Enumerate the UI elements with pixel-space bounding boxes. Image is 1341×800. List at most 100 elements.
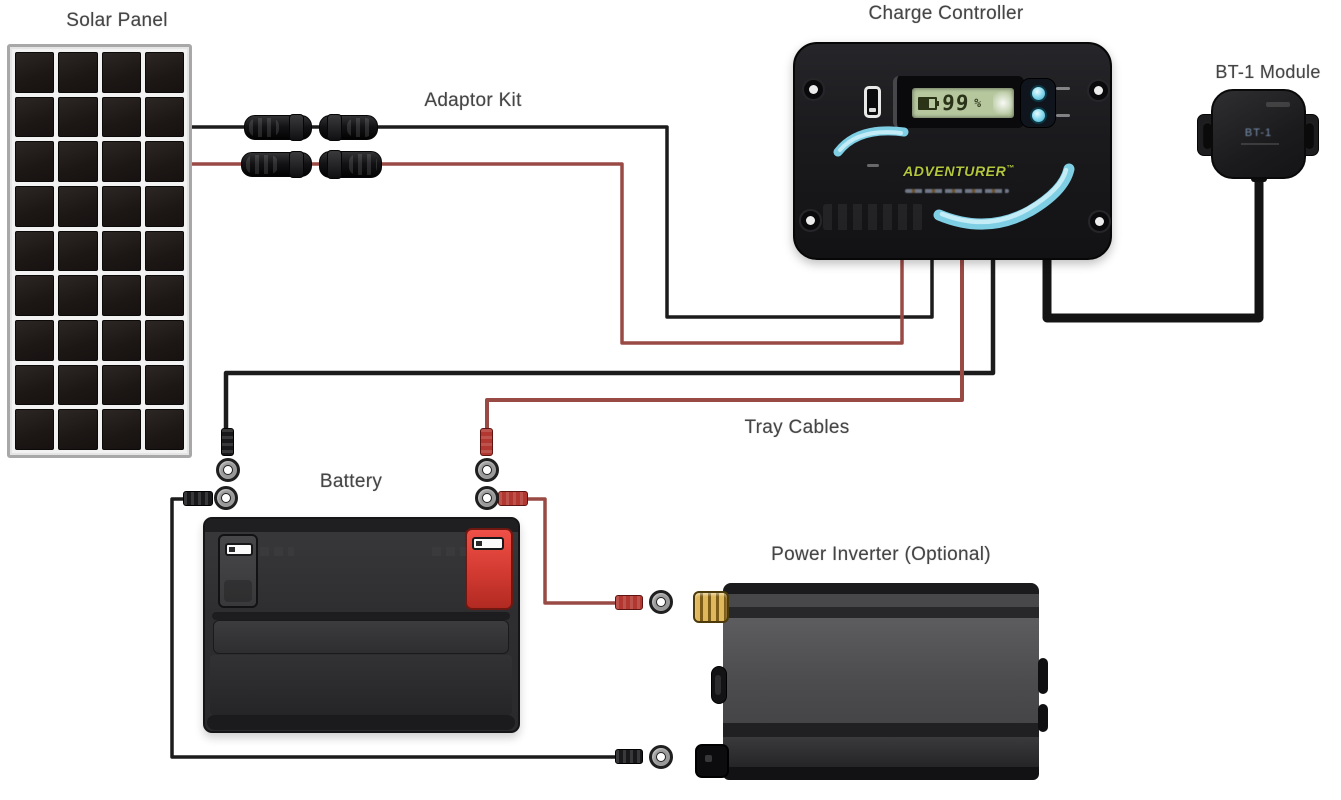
pv-negative-wire — [192, 125, 934, 319]
battery-emboss-left — [260, 547, 294, 556]
right-swoosh-highlight — [939, 167, 1069, 225]
solar-cell — [144, 52, 184, 93]
ring-terminal-battery-negative-in — [216, 458, 240, 482]
solar-cell — [58, 52, 98, 93]
solar-panel-grid — [15, 52, 184, 450]
solar-cell — [58, 186, 98, 227]
bt1-cable — [1042, 171, 1264, 323]
solar-cell — [144, 320, 184, 361]
screw-hole-top-right — [1094, 86, 1103, 95]
ring-terminal-battery-positive-out — [475, 486, 499, 510]
ring-terminal-inverter-negative — [649, 745, 673, 769]
mc4-connector-positive-controller-side — [319, 150, 382, 179]
solar-cell — [144, 275, 184, 316]
tray-cables-label: Tray Cables — [744, 417, 850, 438]
solar-cell — [101, 409, 141, 450]
button-panel — [1020, 78, 1056, 128]
solar-cell — [15, 364, 55, 406]
solar-cell — [144, 230, 184, 272]
solar-panel-label: Solar Panel — [66, 10, 168, 31]
ring-hole — [482, 465, 492, 475]
solar-cell — [58, 141, 98, 182]
pv-positive-wire — [192, 162, 904, 345]
battery-positive-terminal — [465, 528, 513, 610]
ring-hole — [656, 752, 666, 762]
solar-cell — [101, 96, 141, 138]
brand-trademark: ™ — [1006, 163, 1015, 173]
power-inverter-label: Power Inverter (Optional) — [771, 544, 991, 565]
solar-cell — [58, 364, 98, 406]
solar-cell — [144, 141, 184, 182]
charge-controller: 99 % ADVENTURER™ — [793, 42, 1112, 260]
bt1-module-label: BT-1 Module — [1215, 62, 1321, 82]
adaptor-kit-label: Adaptor Kit — [424, 90, 522, 111]
solar-cell — [144, 96, 184, 138]
solar-cell — [15, 230, 55, 272]
screw-hole-bottom-right — [1095, 217, 1104, 226]
battery-negative-terminal — [218, 534, 258, 608]
bt1-module: BT-1 — [1211, 89, 1306, 179]
solar-cell — [144, 364, 184, 406]
battery-label: Battery — [319, 471, 383, 492]
crimp-positive-inverter — [498, 491, 528, 506]
lcd-display-recess: 99 % — [893, 76, 1024, 128]
solar-cell — [144, 186, 184, 227]
positive-terminal-cap — [472, 537, 504, 550]
negative-terminal-shade — [224, 580, 252, 602]
solar-cell — [58, 320, 98, 361]
usb-port-icon — [864, 86, 881, 118]
solar-cell — [101, 186, 141, 227]
up-button — [1030, 85, 1047, 102]
mc4-connector-positive-panel-side — [241, 151, 312, 178]
inverter-band — [723, 594, 1039, 607]
solar-cell — [58, 275, 98, 316]
solar-cell — [58, 409, 98, 450]
usb-port-label-mark — [867, 164, 879, 167]
solar-cell — [101, 230, 141, 272]
bt1-mount-slot-left — [1203, 122, 1212, 149]
bt1-text-underline — [1241, 143, 1279, 145]
swoosh-graphics — [833, 126, 1075, 230]
battery-handle-tray — [213, 620, 509, 654]
crimp-negative-inverter — [183, 491, 213, 506]
embossed-logo-mark — [823, 204, 923, 230]
tray-negative-wire — [223, 258, 996, 438]
inverter-groove — [723, 723, 1039, 737]
negative-terminal-cap — [225, 543, 253, 556]
crimp-positive-tray — [480, 428, 493, 456]
inverter-top-edge — [723, 583, 1039, 594]
battery-level-icon — [918, 96, 939, 110]
bt1-device-text: BT-1 — [1244, 127, 1273, 139]
screw-hole-bottom-left — [806, 216, 815, 225]
ring-terminal-battery-positive-in — [475, 458, 499, 482]
solar-cell — [101, 52, 141, 93]
crimp-negative-inverter-end — [615, 749, 643, 764]
solar-cell — [101, 141, 141, 182]
inverter-bottom-edge — [723, 767, 1039, 780]
solar-cell — [15, 275, 55, 316]
solar-cell — [101, 320, 141, 361]
solar-cell — [15, 141, 55, 182]
crimp-positive-inverter-end — [615, 595, 643, 610]
inverter-side-switch — [711, 666, 727, 704]
solar-cell — [15, 320, 55, 361]
solar-cell — [144, 409, 184, 450]
bt1-logo-mark — [1266, 102, 1290, 107]
ring-hole — [656, 597, 666, 607]
solar-cell — [58, 230, 98, 272]
solar-cell — [101, 275, 141, 316]
battery-emboss-right — [432, 547, 466, 556]
mc4-connector-negative-controller-side — [319, 114, 378, 141]
solar-cell — [101, 364, 141, 406]
inverter-positive-terminal — [693, 591, 729, 623]
button-label-mark-top — [1056, 87, 1070, 90]
ring-hole — [221, 493, 231, 503]
button-label-mark-bottom — [1056, 114, 1070, 117]
ring-hole — [223, 465, 233, 475]
ring-hole — [482, 493, 492, 503]
battery-bottom-lip — [207, 715, 515, 730]
solar-cell — [15, 96, 55, 138]
brand-name: ADVENTURER — [903, 163, 1007, 179]
